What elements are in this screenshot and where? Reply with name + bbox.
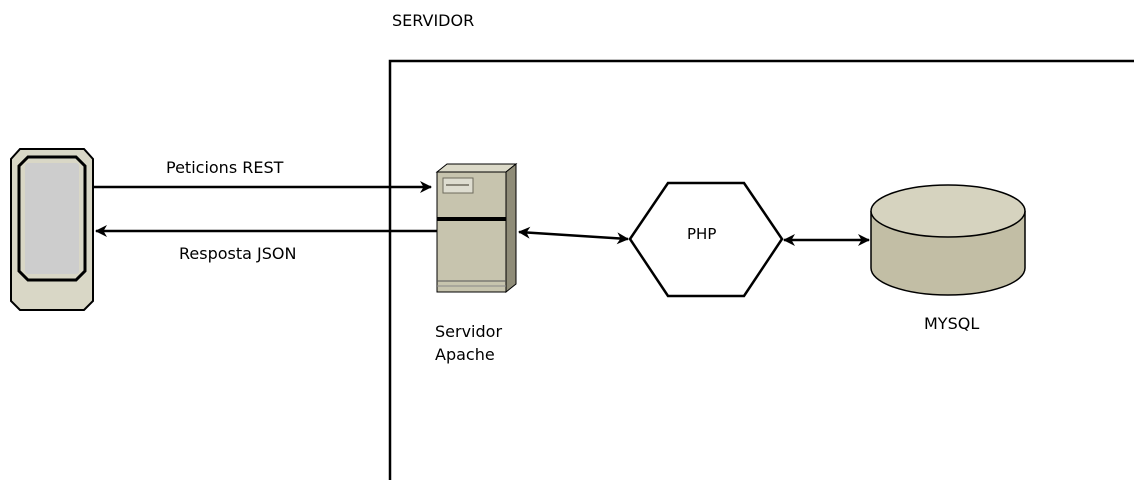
server-tower-icon bbox=[435, 162, 518, 294]
server-box-title: SERVIDOR bbox=[392, 11, 475, 30]
server-boundary bbox=[388, 59, 1134, 480]
apache-label-line2: Apache bbox=[435, 345, 495, 364]
response-label: Resposta JSON bbox=[179, 244, 297, 263]
apache-label-line1: Servidor bbox=[435, 322, 503, 341]
mysql-label: MYSQL bbox=[924, 314, 980, 333]
request-label: Peticions REST bbox=[166, 158, 284, 177]
apache-php-connector bbox=[518, 226, 629, 245]
php-hexagon bbox=[628, 181, 784, 298]
mobile-device-icon bbox=[10, 148, 94, 311]
apache-label: Servidor Apache bbox=[435, 320, 502, 366]
php-label: PHP bbox=[687, 225, 717, 243]
database-cylinder-icon bbox=[870, 184, 1026, 296]
